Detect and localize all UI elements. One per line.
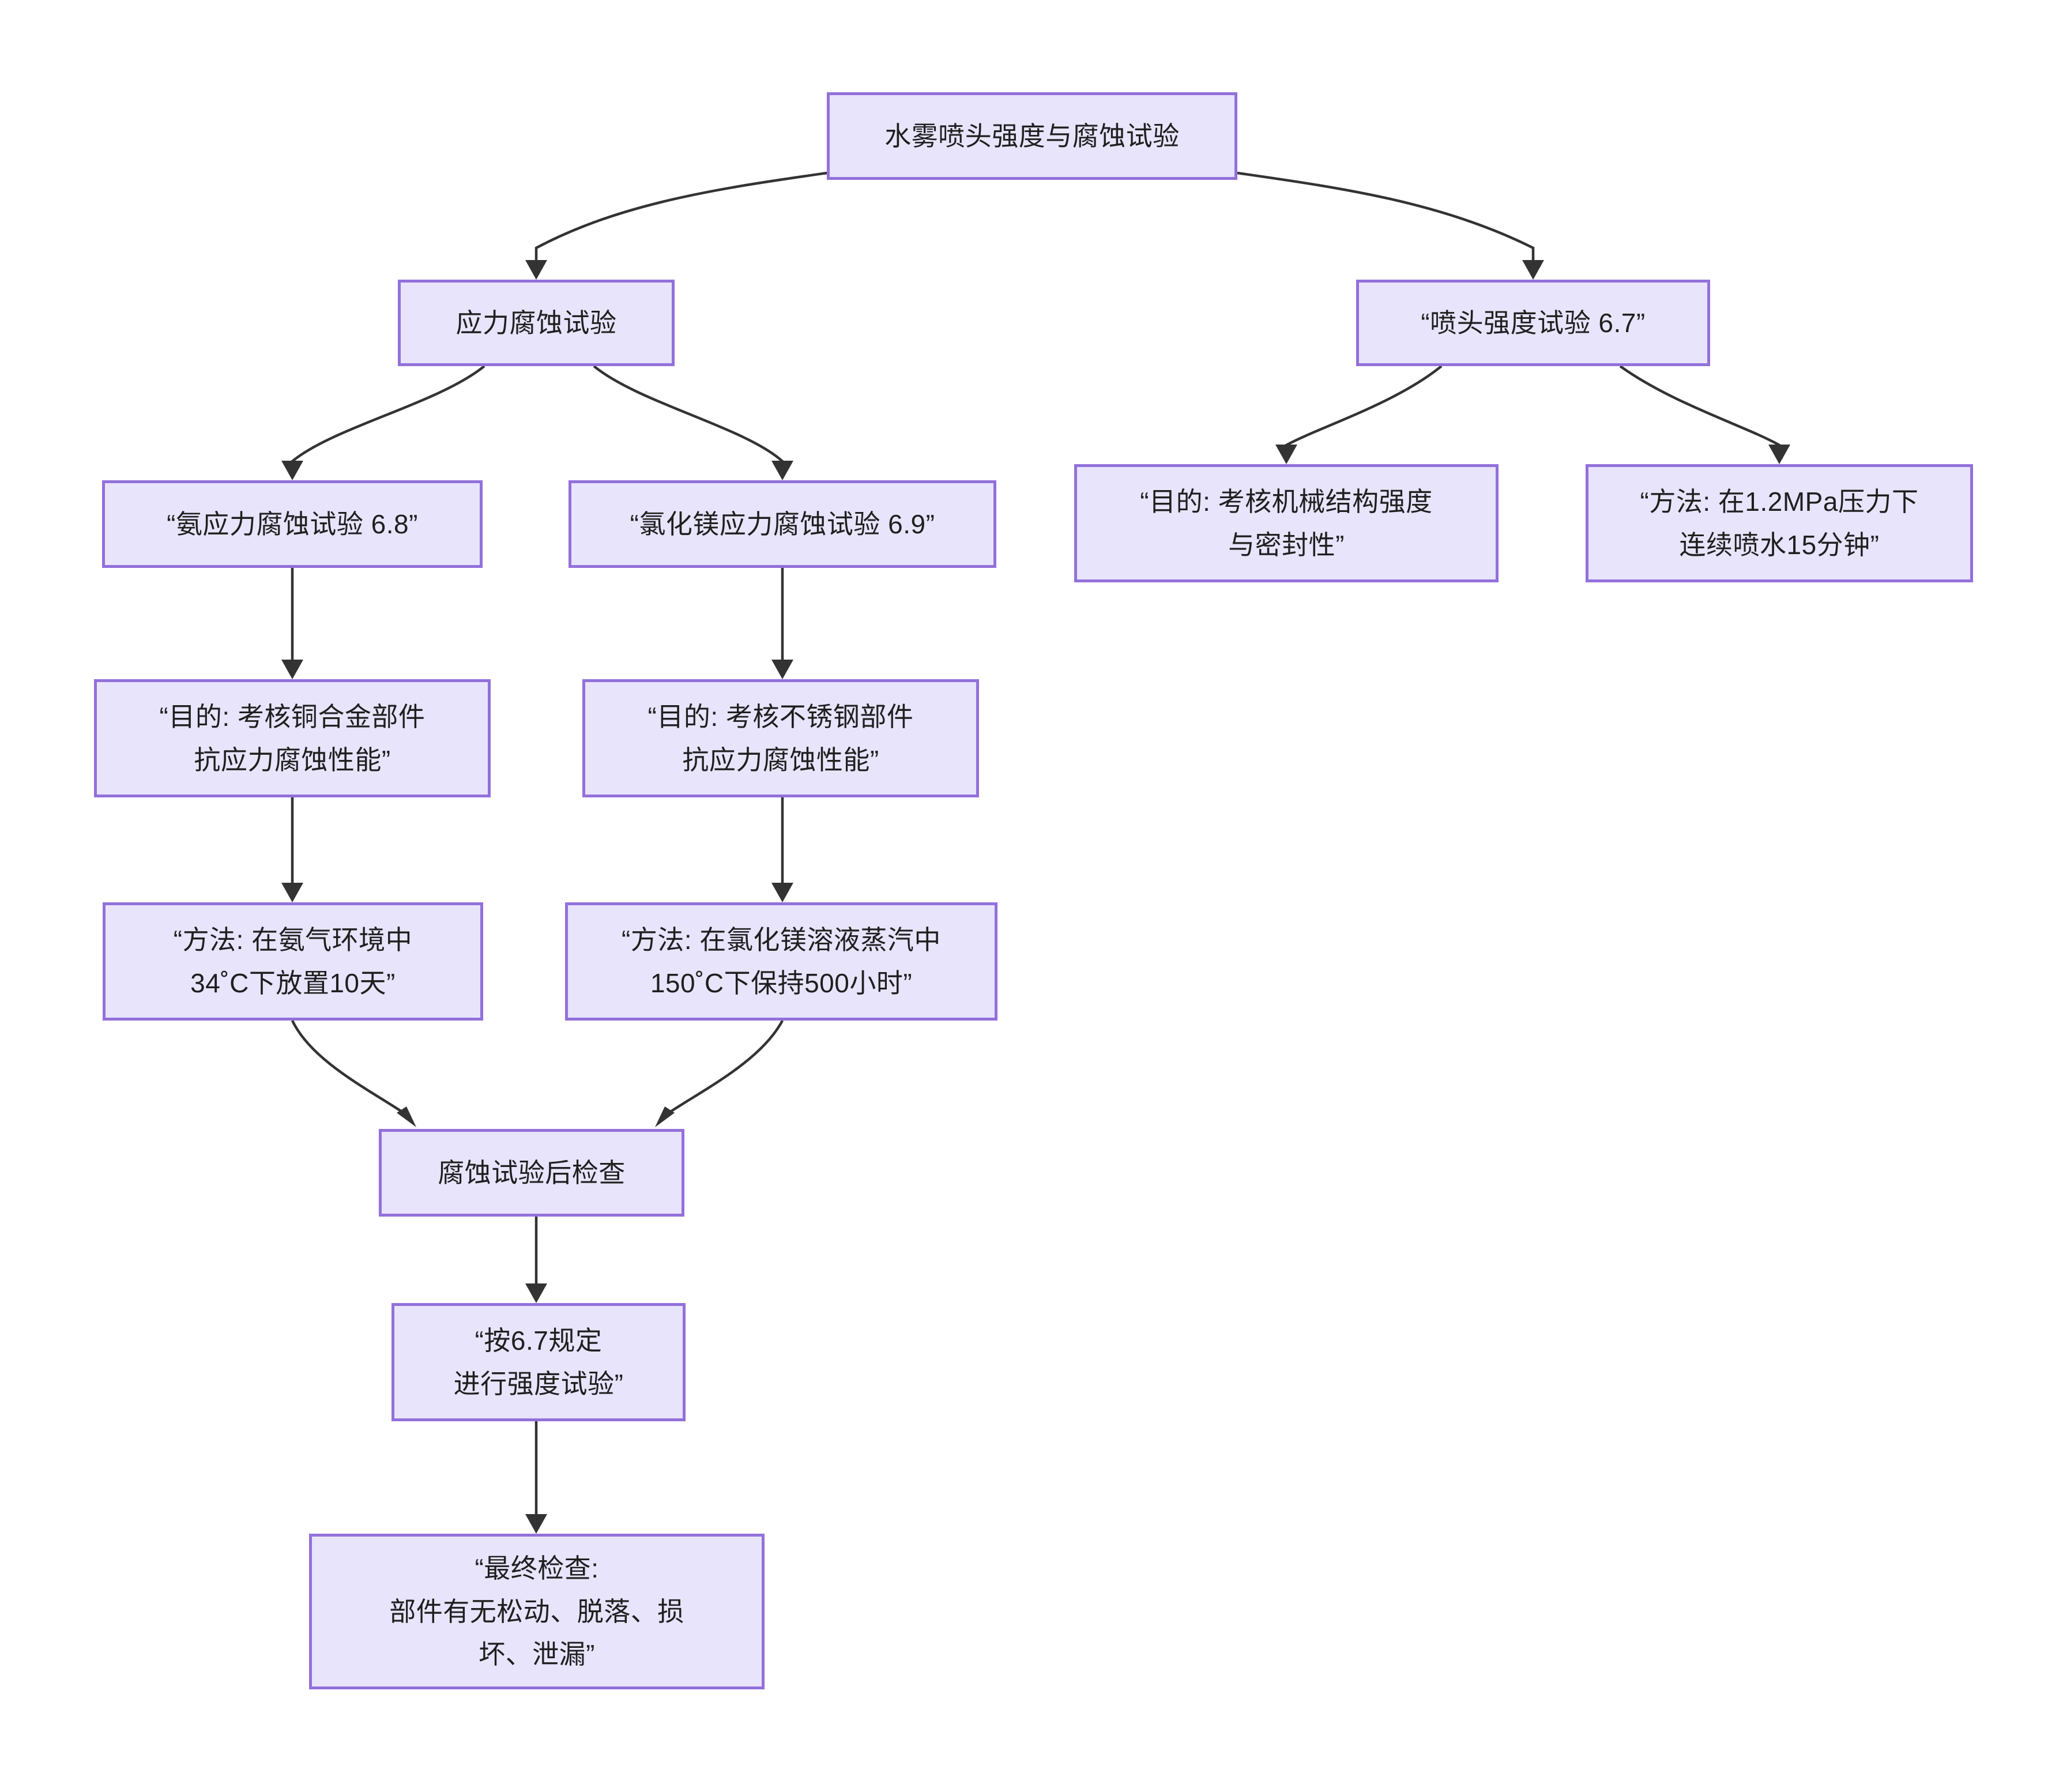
- arrowhead-ammonia-test-to-ammonia-purpose: [281, 660, 303, 679]
- node-label-final-check: “最终检查: 部件有无松动、脱落、损 坏、泄漏”: [389, 1553, 684, 1670]
- node-ammonia-test[interactable]: “氨应力腐蚀试验 6.8”: [102, 480, 483, 568]
- node-label-ammonia-method: “方法: 在氨气环境中 34˚C下放置10天”: [173, 924, 413, 998]
- arrowhead-nozzle-strength-to-strength-method: [1768, 445, 1790, 464]
- arrowhead-magnesium-test-to-magnesium-purpose: [771, 660, 793, 679]
- arrowhead-post-corrosion-check-to-strength-per-67: [525, 1283, 547, 1303]
- node-label-stress-corrosion: 应力腐蚀试验: [455, 307, 617, 338]
- edge-magnesium-method-to-post-corrosion-check: [660, 1019, 784, 1121]
- arrowhead-magnesium-purpose-to-magnesium-method: [771, 883, 793, 902]
- arrowhead-stress-corrosion-to-magnesium-test: [771, 461, 793, 480]
- arrowhead-magnesium-method-to-post-corrosion-check: [655, 1106, 675, 1127]
- edge-root-to-nozzle-strength: [1237, 171, 1535, 271]
- node-strength-purpose[interactable]: “目的: 考核机械结构强度 与密封性”: [1074, 464, 1499, 582]
- node-root[interactable]: 水雾喷头强度与腐蚀试验: [827, 92, 1237, 180]
- node-label-nozzle-strength: “喷头强度试验 6.7”: [1421, 307, 1646, 338]
- arrowhead-nozzle-strength-to-strength-purpose: [1275, 445, 1297, 464]
- node-label-ammonia-test: “氨应力腐蚀试验 6.8”: [167, 509, 418, 539]
- edge-root-to-stress-corrosion: [534, 171, 827, 271]
- node-ammonia-method[interactable]: “方法: 在氨气环境中 34˚C下放置10天”: [103, 902, 483, 1021]
- edge-stress-corrosion-to-ammonia-test: [291, 365, 485, 472]
- node-stress-corrosion[interactable]: 应力腐蚀试验: [398, 280, 675, 366]
- node-label-ammonia-purpose: “目的: 考核铜合金部件 抗应力腐蚀性能”: [159, 701, 426, 775]
- node-magnesium-purpose[interactable]: “目的: 考核不锈钢部件 抗应力腐蚀性能”: [582, 679, 979, 797]
- edge-ammonia-method-to-post-corrosion-check: [291, 1020, 412, 1121]
- node-label-strength-per-67: “按6.7规定 进行强度试验”: [453, 1325, 624, 1399]
- node-magnesium-method[interactable]: “方法: 在氯化镁溶液蒸汽中 150˚C下保持500小时”: [565, 902, 997, 1021]
- node-strength-method[interactable]: “方法: 在1.2MPa压力下 连续喷水15分钟”: [1586, 464, 1973, 582]
- edge-nozzle-strength-to-strength-purpose: [1285, 365, 1443, 455]
- node-label-strength-purpose: “目的: 考核机械结构强度 与密封性”: [1140, 486, 1433, 560]
- node-label-magnesium-test: “氯化镁应力腐蚀试验 6.9”: [630, 509, 935, 539]
- node-strength-per-67[interactable]: “按6.7规定 进行强度试验”: [391, 1303, 686, 1421]
- arrowhead-strength-per-67-to-final-check: [525, 1514, 547, 1534]
- edge-stress-corrosion-to-magnesium-test: [593, 365, 784, 472]
- node-label-root: 水雾喷头强度与腐蚀试验: [884, 121, 1180, 151]
- node-label-post-corrosion-check: 腐蚀试验后检查: [438, 1157, 626, 1188]
- node-nozzle-strength[interactable]: “喷头强度试验 6.7”: [1356, 280, 1710, 366]
- arrowhead-root-to-stress-corrosion: [525, 260, 547, 280]
- arrowhead-ammonia-method-to-post-corrosion-check: [397, 1106, 416, 1127]
- node-label-strength-method: “方法: 在1.2MPa压力下 连续喷水15分钟”: [1640, 486, 1919, 560]
- node-final-check[interactable]: “最终检查: 部件有无松动、脱落、损 坏、泄漏”: [309, 1534, 765, 1689]
- edge-nozzle-strength-to-strength-method: [1619, 365, 1781, 455]
- node-label-magnesium-purpose: “目的: 考核不锈钢部件 抗应力腐蚀性能”: [647, 701, 914, 775]
- node-label-magnesium-method: “方法: 在氯化镁溶液蒸汽中 150˚C下保持500小时”: [622, 924, 941, 998]
- arrowhead-root-to-nozzle-strength: [1522, 260, 1544, 280]
- arrowhead-ammonia-purpose-to-ammonia-method: [281, 883, 303, 902]
- node-magnesium-test[interactable]: “氯化镁应力腐蚀试验 6.9”: [569, 480, 996, 568]
- arrowhead-stress-corrosion-to-ammonia-test: [281, 461, 303, 480]
- node-post-corrosion-check[interactable]: 腐蚀试验后检查: [379, 1129, 684, 1217]
- node-ammonia-purpose[interactable]: “目的: 考核铜合金部件 抗应力腐蚀性能”: [94, 679, 491, 797]
